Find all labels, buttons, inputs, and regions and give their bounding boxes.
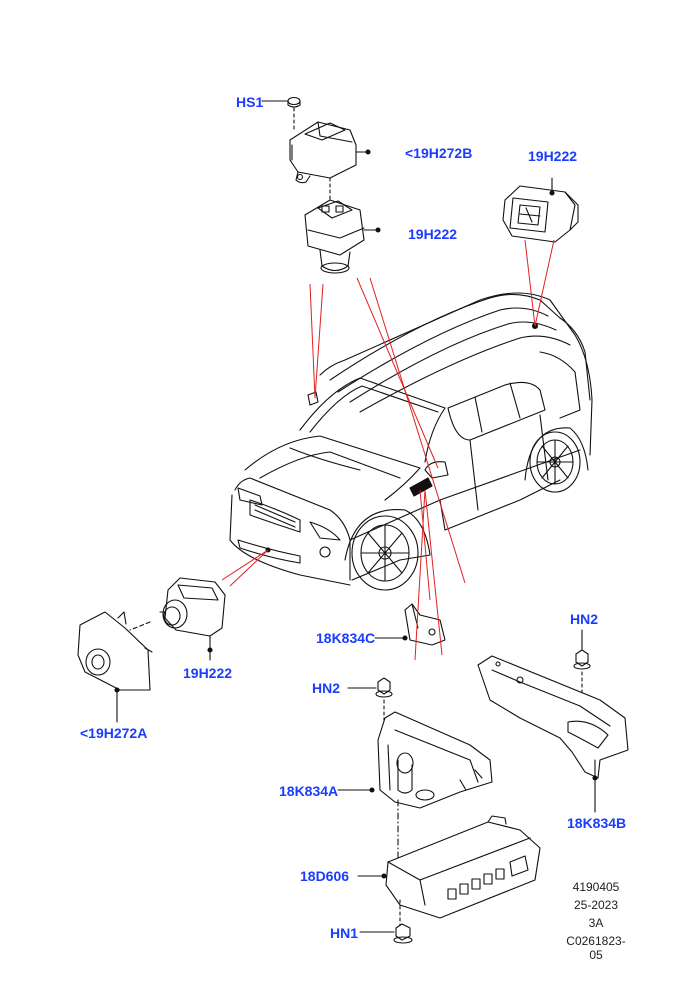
bracket-18k834c (374, 603, 446, 646)
label-hn2-right[interactable]: HN2 (570, 611, 599, 627)
label-hs1[interactable]: HS1 (236, 94, 264, 110)
camera-19h222-mid (304, 199, 381, 274)
label-hn2-left[interactable]: HN2 (312, 680, 341, 696)
label-18k834a[interactable]: 18K834A (279, 783, 339, 799)
screw-hs1 (261, 96, 301, 131)
nut-hn2-left (347, 677, 393, 721)
module-18d606 (357, 815, 541, 926)
camera-19h222-right (502, 177, 579, 243)
label-hn1[interactable]: HN1 (330, 925, 359, 941)
label-19h222-front[interactable]: 19H222 (183, 665, 233, 681)
bracket-18k834b (477, 655, 629, 813)
label-19h222-mid[interactable]: 19H222 (408, 226, 458, 242)
vehicle-drawing (229, 292, 593, 591)
camera-19h222-front (129, 577, 226, 661)
reference-code: C0261823-05 (566, 934, 626, 962)
label-18d606[interactable]: 18D606 (300, 868, 350, 884)
bracket-19h272b (289, 121, 371, 201)
nut-hn1 (359, 923, 413, 944)
bracket-18k834a (337, 711, 493, 809)
reference-revision: 3A (588, 916, 604, 930)
label-18k834b[interactable]: 18K834B (567, 815, 627, 831)
label-18k834c[interactable]: 18K834C (316, 630, 376, 646)
location-leaders (221, 239, 555, 661)
reference-number: 4190405 (572, 880, 620, 894)
label-19h272a[interactable]: <19H272A (80, 725, 148, 741)
reference-date: 25-2023 (573, 898, 619, 912)
label-19h222-right[interactable]: 19H222 (528, 148, 578, 164)
label-19h272b[interactable]: <19H272B (405, 145, 473, 161)
bracket-19h272a (77, 611, 153, 723)
nut-hn2-right (573, 629, 591, 695)
